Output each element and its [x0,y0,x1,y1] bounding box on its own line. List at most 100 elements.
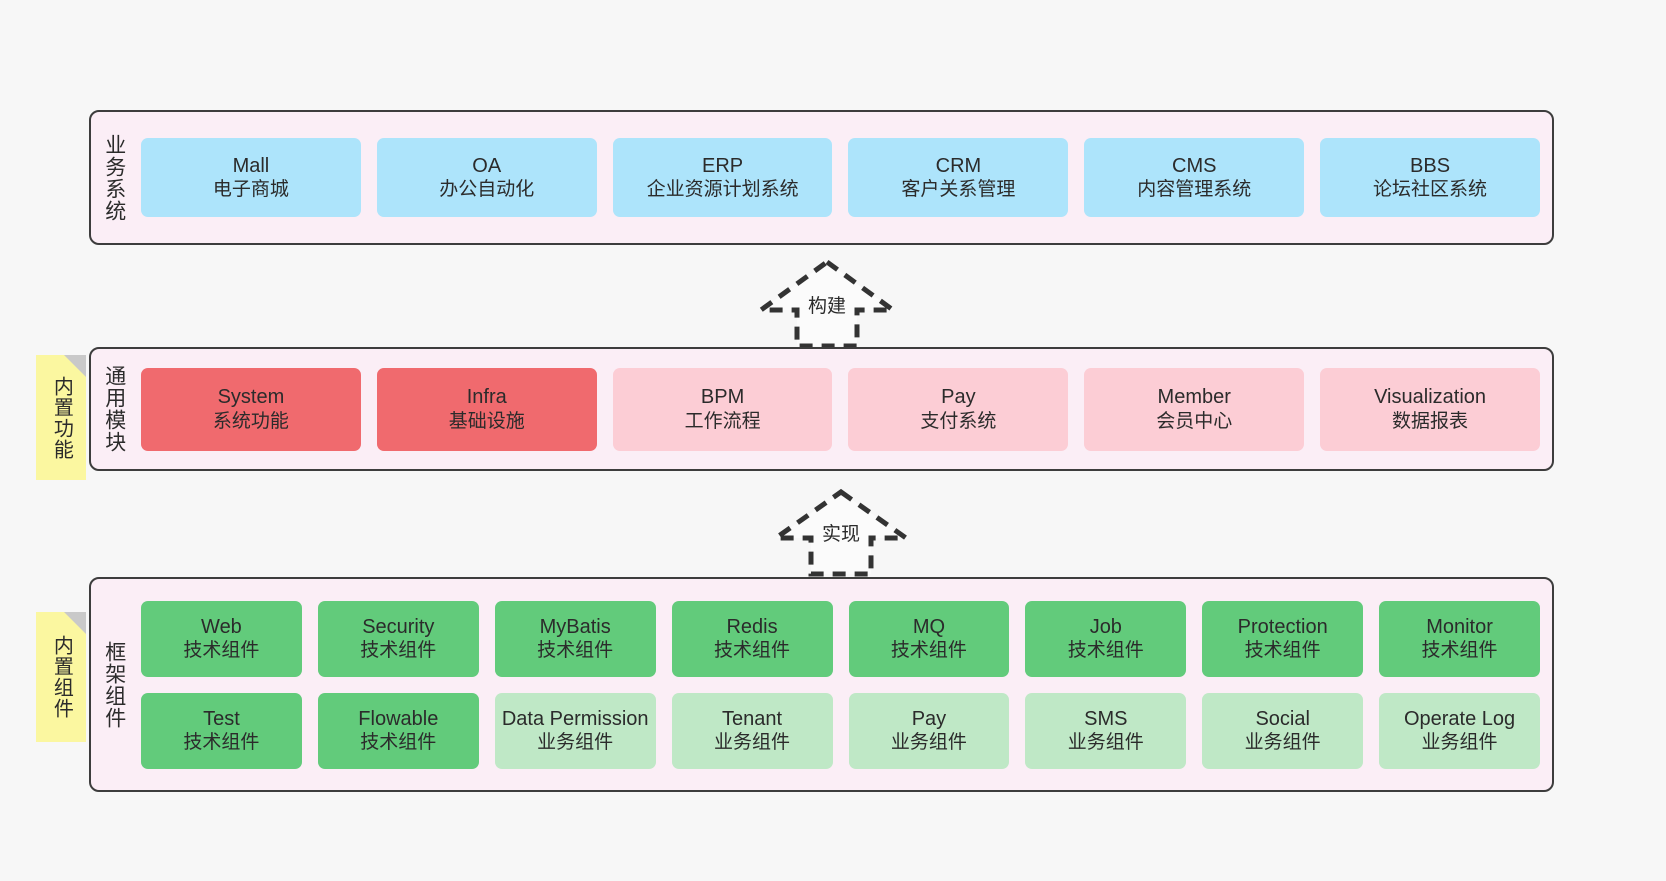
card-subtitle: 业务组件 [1421,732,1498,754]
card-subtitle: 技术组件 [1067,640,1144,662]
card-subtitle: 技术组件 [537,640,614,662]
card-name: Security [362,615,435,638]
card-subtitle: 业务组件 [714,732,791,754]
card-subtitle: 技术组件 [1421,640,1498,662]
card-subtitle: 办公自动化 [439,179,535,201]
card-subtitle: 业务组件 [1244,732,1321,754]
card-name: Social [1255,707,1310,730]
card-subtitle: 工作流程 [684,410,761,432]
card-name: Tenant [722,707,783,730]
card-name: Job [1089,615,1122,638]
card-subtitle: 客户关系管理 [901,179,1016,201]
sticky-note-builtin-component: 内置组件 [36,612,86,742]
card-name: CMS [1172,154,1217,177]
card-subtitle: 技术组件 [1244,640,1321,662]
sticky-note-builtin-function: 内置功能 [36,355,86,480]
card-name: Flowable [358,707,439,730]
card-subtitle: 数据报表 [1392,410,1469,432]
card-name: Pay [941,386,976,409]
connector-implement-label: 实现 [821,524,861,545]
card-name: Redis [726,615,778,638]
card-name: Visualization [1374,386,1487,409]
card-name: Operate Log [1403,707,1516,730]
sticky-note-builtin-function-label: 内置功能 [50,375,73,460]
card-name: Monitor [1426,615,1493,638]
layer-title-business: 业务系统 [102,133,126,222]
layer-title-common: 通用模块 [102,365,126,453]
sticky-note-builtin-component-label: 内置组件 [50,635,73,719]
card-subtitle: 业务组件 [1067,732,1144,754]
card-subtitle: 系统功能 [212,410,289,432]
card-subtitle: 业务组件 [890,732,967,754]
card-name: Mall [232,154,270,177]
card-subtitle: 技术组件 [183,640,260,662]
card-subtitle: 会员中心 [1156,410,1233,432]
card-name: Web [201,615,242,638]
build-arrow-shape [753,258,901,349]
card-name: System [217,386,285,409]
card-name: OA [472,154,502,177]
card-name: Member [1157,386,1231,409]
implement-arrow-shape [768,488,914,577]
card-subtitle: 技术组件 [360,640,437,662]
card-name: Infra [466,386,507,409]
card-name: MQ [912,615,946,638]
card-name: MyBatis [539,615,611,638]
card-name: Data Permission [501,707,649,730]
card-name: Test [203,707,240,730]
card-subtitle: 企业资源计划系统 [646,179,799,201]
card-subtitle: 技术组件 [890,640,967,662]
card-subtitle: 电子商城 [212,179,289,201]
connector-implement-arrow: 实现 [768,488,914,577]
card-name: BPM [700,386,745,409]
layer-title-framework: 框架组件 [102,640,126,729]
folded-corner-icon [64,612,86,634]
card-name: ERP [702,154,744,177]
card-name: Protection [1237,615,1328,638]
card-subtitle: 支付系统 [920,410,997,432]
card-subtitle: 技术组件 [714,640,791,662]
card-name: Pay [911,707,947,730]
card-name: SMS [1084,707,1128,730]
card-subtitle: 技术组件 [183,732,260,754]
card-name: BBS [1410,154,1451,177]
card-subtitle: 内容管理系统 [1137,179,1252,201]
connector-build-label: 构建 [807,296,847,317]
